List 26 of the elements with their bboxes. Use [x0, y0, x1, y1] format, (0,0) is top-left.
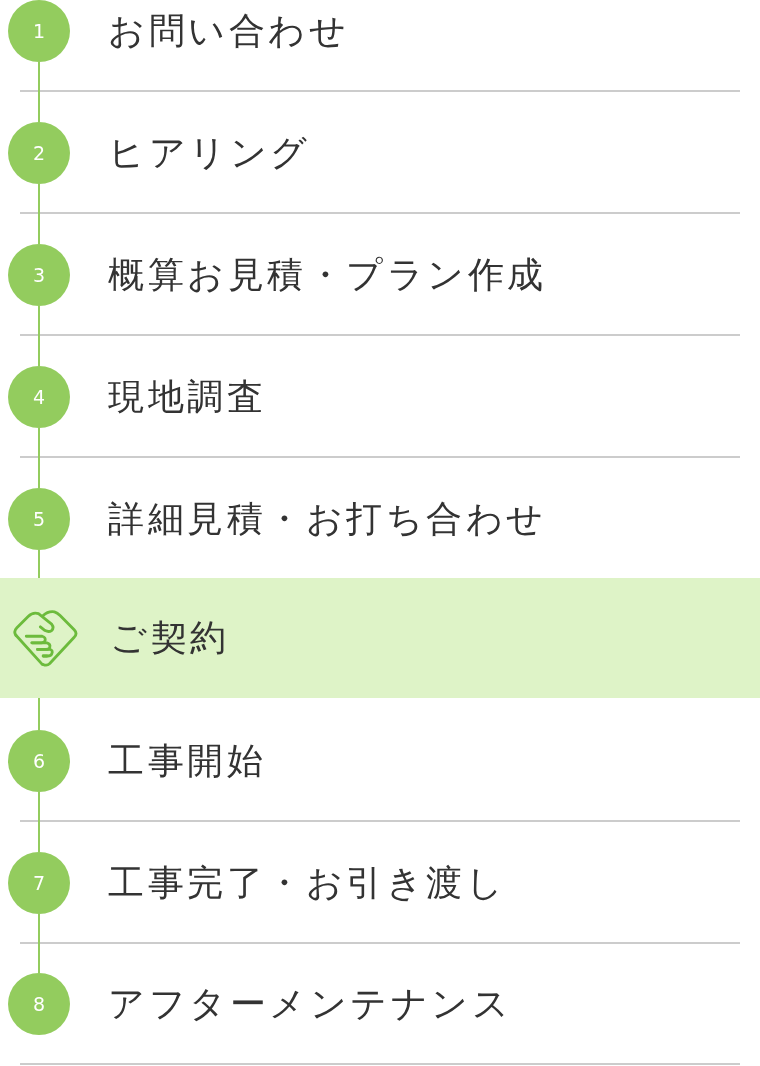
step-title: 現地調査 — [108, 375, 266, 419]
number-circle: 7 — [8, 852, 70, 914]
connector-line — [38, 791, 40, 853]
number-circle: 5 — [8, 488, 70, 550]
connector-line — [38, 427, 40, 489]
connector-line — [38, 183, 40, 245]
step-title: 工事開始 — [108, 739, 266, 783]
number-circle: 8 — [8, 973, 70, 1035]
step-title: 詳細見積・お打ち合わせ — [108, 497, 547, 541]
number-circle: 1 — [8, 0, 70, 62]
number-circle: 2 — [8, 122, 70, 184]
step-title: アフターメンテナンス — [108, 982, 512, 1026]
step-title: ご契約 — [110, 616, 230, 660]
highlight-band — [0, 578, 760, 698]
connector-line — [38, 913, 40, 974]
number-circle: 6 — [8, 730, 70, 792]
connector-line — [38, 549, 40, 579]
step-title: ヒアリング — [108, 131, 311, 175]
step-title: 概算お見積・プラン作成 — [108, 253, 547, 297]
connector-line — [38, 61, 40, 123]
connector-line — [38, 305, 40, 367]
number-circle: 4 — [8, 366, 70, 428]
connector-line — [38, 697, 40, 731]
step-title: 工事完了・お引き渡し — [108, 861, 506, 905]
number-circle: 3 — [8, 244, 70, 306]
step-title: お問い合わせ — [108, 9, 349, 53]
